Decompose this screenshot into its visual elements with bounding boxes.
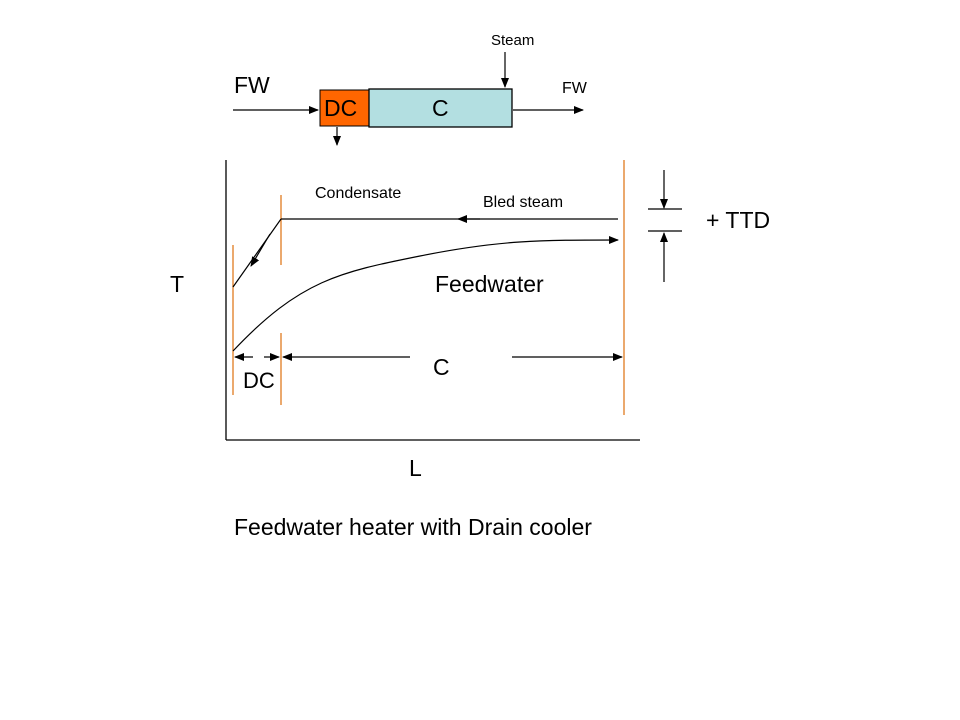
condenser-box [368,88,513,128]
y-axis-label: T [170,271,185,297]
diagram-caption: Feedwater heater with Drain cooler [234,514,592,540]
x-axis-label: L [409,455,422,481]
fw-inlet-label: FW [234,72,270,98]
condenser-box-label: C [432,95,449,121]
condensate-drop-arrow [250,233,271,267]
bled-steam-label: Bled steam [483,194,564,211]
steam-label: Steam [491,32,535,49]
condensing-zone-label: C [433,354,450,380]
fw-outlet-label: FW [562,80,587,97]
drain-cooler-box-label: DC [324,95,358,121]
condensate-label: Condensate [315,185,402,202]
feedwater-curve [232,236,619,352]
feedwater-label: Feedwater [435,271,544,297]
ttd-label: + TTD [706,207,771,233]
condensate-drop-line [232,218,282,288]
drain-cooler-zone-label: DC [243,368,275,393]
